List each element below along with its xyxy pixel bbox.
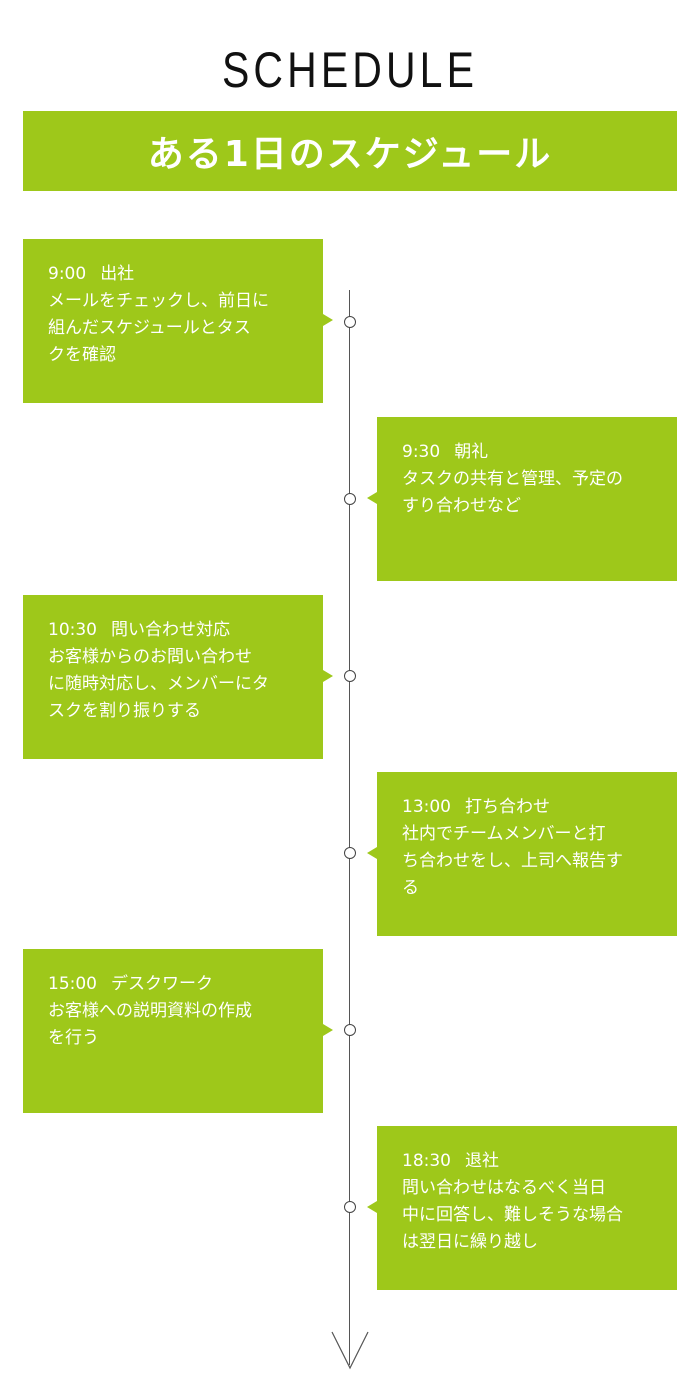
card-pointer: [367, 847, 377, 859]
schedule-item-header: 15:00 デスクワーク: [48, 971, 301, 998]
schedule-item-header: 18:30 退社: [402, 1148, 655, 1175]
schedule-item: 13:00 打ち合わせ 社内でチームメンバーと打 ち合わせをし、上司へ報告す る: [367, 772, 677, 936]
schedule-item-header: 10:30 問い合わせ対応: [48, 617, 301, 644]
timeline-dot: [344, 670, 356, 682]
schedule-time: 9:00: [48, 264, 87, 284]
timeline-dot: [344, 316, 356, 328]
timeline-arrow-icon: [331, 1331, 369, 1370]
schedule-title: 出社: [100, 264, 135, 284]
schedule-item: 10:30 問い合わせ対応 お客様からのお問い合わせ に随時対応し、メンバーにタ …: [23, 595, 333, 759]
banner-title: ある1日のスケジュール: [147, 134, 553, 175]
schedule-description: お客様からのお問い合わせ に随時対応し、メンバーにタ スクを割り振りする: [48, 647, 269, 721]
schedule-time: 15:00: [48, 974, 97, 994]
schedule-description: 社内でチームメンバーと打 ち合わせをし、上司へ報告す る: [402, 824, 623, 898]
card-pointer: [323, 1024, 333, 1036]
schedule-description: お客様への説明資料の作成 を行う: [48, 1001, 252, 1048]
schedule-item-header: 9:30 朝礼: [402, 439, 655, 466]
schedule-description: タスクの共有と管理、予定の すり合わせなど: [402, 469, 623, 516]
schedule-title: 朝礼: [454, 442, 489, 462]
card-pointer: [323, 670, 333, 682]
timeline-line: [349, 290, 350, 1365]
timeline-dot: [344, 1201, 356, 1213]
card-pointer: [367, 1201, 377, 1213]
timeline-dot: [344, 847, 356, 859]
schedule-item: 15:00 デスクワーク お客様への説明資料の作成 を行う: [23, 949, 333, 1113]
schedule-item: 9:00 出社 メールをチェックし、前日に 組んだスケジュールとタス クを確認: [23, 239, 333, 403]
schedule-description: 問い合わせはなるべく当日 中に回答し、難しそうな場合 は翌日に繰り越し: [402, 1178, 623, 1252]
schedule-time: 18:30: [402, 1151, 451, 1171]
schedule-item: 18:30 退社 問い合わせはなるべく当日 中に回答し、難しそうな場合 は翌日に繰…: [367, 1126, 677, 1290]
card-pointer: [367, 492, 377, 504]
schedule-item: 9:30 朝礼 タスクの共有と管理、予定の すり合わせなど: [367, 417, 677, 581]
schedule-time: 9:30: [402, 442, 441, 462]
schedule-item-header: 9:00 出社: [48, 261, 301, 288]
schedule-title: デスクワーク: [111, 974, 213, 994]
schedule-description: メールをチェックし、前日に 組んだスケジュールとタス クを確認: [48, 291, 269, 365]
timeline-dot: [344, 1024, 356, 1036]
section-heading: SCHEDULE: [221, 42, 479, 98]
schedule-title: 退社: [465, 1151, 499, 1171]
timeline-dot: [344, 493, 356, 505]
schedule-time: 13:00: [402, 797, 451, 817]
schedule-item-header: 13:00 打ち合わせ: [402, 794, 655, 821]
schedule-time: 10:30: [48, 620, 97, 640]
schedule-banner: ある1日のスケジュール: [23, 111, 677, 191]
schedule-title: 問い合わせ対応: [111, 620, 230, 640]
card-pointer: [323, 314, 333, 326]
schedule-title: 打ち合わせ: [465, 797, 550, 817]
